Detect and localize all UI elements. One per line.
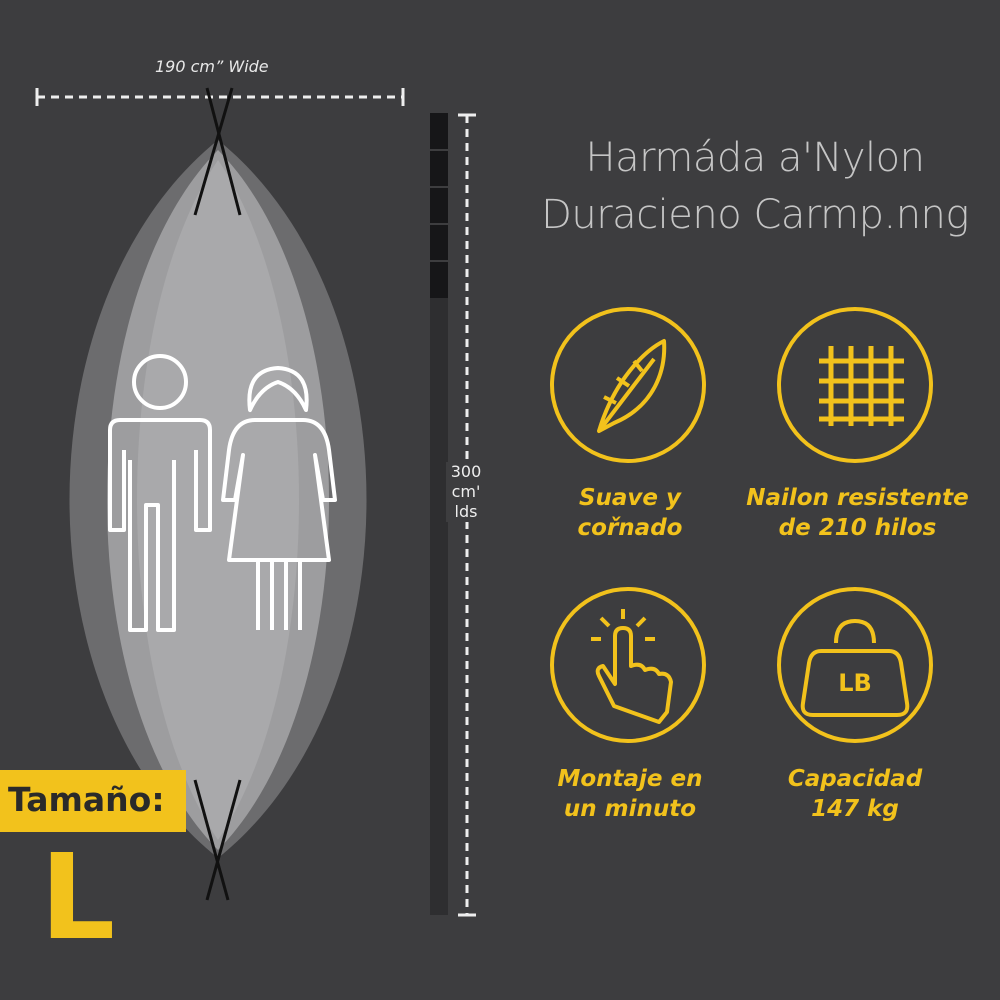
tap-hand-icon xyxy=(591,609,673,724)
feature-line: de 210 hilos xyxy=(778,515,937,541)
product-title-line1: Harmáda a'Nylon xyxy=(585,135,925,181)
feature-line: Suave y xyxy=(578,485,682,511)
feature-line: cořnado xyxy=(577,515,683,541)
size-label: Tamaño: xyxy=(8,780,165,819)
length-value: 300 xyxy=(450,462,482,481)
bottom-rope-icon xyxy=(193,779,242,901)
lb-text: LB xyxy=(838,669,872,697)
feature-circle-capacity: LB xyxy=(777,587,933,743)
feature-circle-soft xyxy=(550,307,706,463)
top-rope-icon xyxy=(193,87,242,216)
feature-line: Nailon resistente xyxy=(746,485,969,511)
width-label: 190 cm” Wide xyxy=(155,57,269,76)
size-badge xyxy=(0,770,186,832)
feature-label-capacity: Capacidad 147 kg xyxy=(735,764,975,824)
feature-label-soft: Suave y cořnado xyxy=(510,483,750,543)
hammock-illustration xyxy=(35,87,405,901)
feature-line: un minuto xyxy=(563,796,697,822)
feature-circle-setup xyxy=(550,587,706,743)
length-unit: cm' xyxy=(451,482,481,501)
woven-thread-icon xyxy=(819,346,904,426)
feature-circle-nylon xyxy=(777,307,933,463)
length-label: 300 cm' lds xyxy=(446,462,486,522)
feature-line: Montaje en xyxy=(557,766,703,792)
weight-lb-icon: LB xyxy=(800,619,910,717)
feature-line: Capacidad xyxy=(787,766,923,792)
width-dimension-line xyxy=(35,88,405,106)
feature-line: 147 kg xyxy=(811,796,899,822)
feature-label-setup: Montaje en un minuto xyxy=(510,764,750,824)
feather-icon xyxy=(597,339,667,433)
length-suffix: lds xyxy=(454,502,478,521)
feature-label-nylon: Nailon resistente de 210 hilos xyxy=(735,483,980,543)
product-title-line2: Duracieno Carmp.nng xyxy=(541,192,969,238)
man-figure-icon xyxy=(108,354,212,632)
size-value: L xyxy=(40,828,116,966)
woman-figure-icon xyxy=(221,366,337,630)
